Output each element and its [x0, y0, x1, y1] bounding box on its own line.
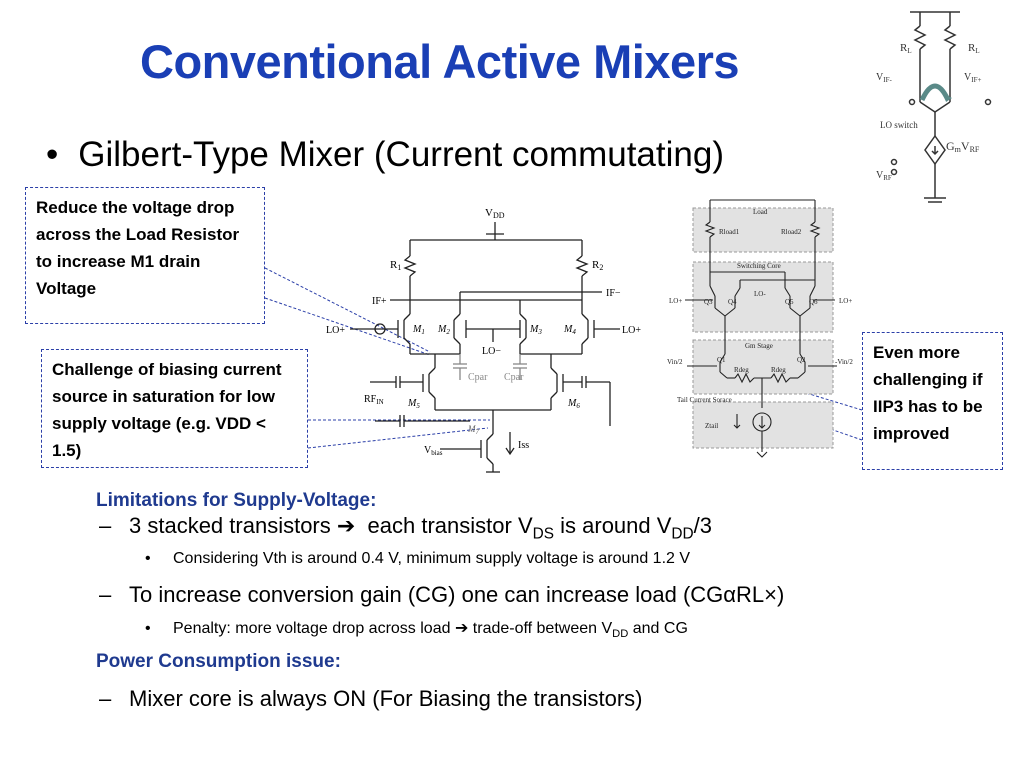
gilbert-mixer-schematic: VDD R1 R2 IF+ IF− LO+ LO+ LO− M1 M2 M3 M…: [326, 207, 641, 473]
rdeg-right-label: Rdeg: [771, 366, 786, 374]
bullet-symbol: •: [145, 620, 151, 637]
leader-line-2b: [307, 427, 489, 449]
m3-label: M3: [529, 324, 542, 336]
load-label: Load: [753, 208, 768, 216]
power-heading: Power Consumption issue:: [96, 651, 341, 672]
mini-mixer-schematic: RL RL VIF- VIF+ LO switch GmVRF VRF: [876, 11, 992, 203]
limitation-item-stacked: –3 stacked transistors ➔ each transistor…: [99, 513, 712, 543]
dash-symbol: –: [99, 513, 112, 538]
ztail-label: Ztail: [705, 422, 718, 430]
arrow-icon: ➔: [336, 513, 356, 538]
vif-plus-label: VIF+: [964, 72, 981, 84]
r1-label: R1: [390, 259, 401, 272]
item-text: is around V: [554, 513, 672, 538]
item-text: each transistor V: [355, 513, 533, 538]
m7-label: M7: [467, 424, 480, 436]
subscript: DD: [612, 628, 629, 641]
q1-label: Q1: [717, 356, 726, 364]
sub-item-penalty: •Penalty: more voltage drop across load …: [145, 618, 688, 640]
item-text: 3 stacked transistors: [129, 513, 337, 538]
item-text: To increase conversion gain (CG) one can…: [129, 582, 785, 607]
vbias-label: Vbias: [424, 445, 443, 457]
m5-label: M5: [407, 398, 420, 410]
tail-current-label: Tail Current Sorace: [677, 396, 732, 404]
q2-label: Q2: [797, 356, 806, 364]
sub-item-text: trade-off between V: [468, 620, 613, 637]
vin-minus-label: -Vin/2: [835, 358, 853, 366]
main-bullet-text: Gilbert-Type Mixer (Current commutating): [78, 135, 724, 174]
gm-stage-label: Gm Stage: [745, 342, 773, 350]
lo-switch-arrowhead: [944, 94, 952, 102]
m2-label: M2: [437, 324, 450, 336]
vin-plus-label: Vin/2: [667, 358, 683, 366]
q3-label: Q3: [704, 298, 713, 306]
sub-item-vth: • Considering Vth is around 0.4 V, minimu…: [145, 550, 690, 568]
m1-label: M1: [412, 324, 425, 336]
vrf-label: VRF: [876, 170, 892, 182]
lo-minus-label: LO−: [482, 346, 501, 357]
leader-line-1a: [264, 267, 431, 353]
leader-line-1b: [264, 297, 431, 356]
q6-label: Q6: [809, 298, 818, 306]
limitation-item-gain: –To increase conversion gain (CG) one ca…: [99, 582, 784, 608]
vdd-label: VDD: [485, 207, 505, 220]
lo-switch-label: LO switch: [880, 120, 918, 130]
q5-label: Q5: [785, 298, 794, 306]
item-text: Mixer core is always ON (For Biasing the…: [129, 686, 643, 711]
arrow-icon: ➔: [454, 620, 469, 637]
lo-plus-right-label: LO+: [622, 325, 641, 336]
cpar-right-label: Cpar: [504, 372, 524, 383]
load-block: [692, 207, 834, 253]
sub-item-text: and CG: [628, 620, 688, 637]
lo-plus-left-label: LO+: [326, 325, 345, 336]
sub-item-text: Penalty: more voltage drop across load: [173, 620, 455, 637]
cpar-left-label: Cpar: [468, 372, 488, 383]
dash-symbol: –: [99, 686, 112, 711]
rload1-label: Rload1: [719, 228, 740, 236]
rl-left-label: RL: [900, 42, 912, 55]
lo-minus-block-label: LO-: [754, 290, 766, 298]
block-mixer-schematic: Load Rload1 Rload2 Switching Core Q3 Q4 …: [667, 199, 853, 458]
m4-label: M4: [563, 324, 576, 336]
subscript: DD: [671, 525, 694, 543]
bullet-symbol: •: [46, 135, 59, 174]
lo-switch-arc: [919, 83, 951, 102]
switching-core-label: Switching Core: [737, 262, 781, 270]
subscript: DS: [532, 525, 555, 543]
sub-item-text: Considering Vth is around 0.4 V, minimum…: [173, 550, 691, 567]
rl-right-label: RL: [968, 42, 980, 55]
callout-iip3: Even more challenging if IIP3 has to be …: [862, 332, 1003, 470]
slide-title: Conventional Active Mixers: [140, 35, 740, 88]
if-plus-label: IF+: [372, 296, 387, 307]
q4-label: Q4: [728, 298, 737, 306]
vif-minus-label: VIF-: [876, 72, 892, 84]
callout-load-resistor: Reduce the voltage drop across the Load …: [25, 187, 265, 324]
tail-block: [692, 401, 834, 449]
lo-plus-block-right: LO+: [839, 297, 852, 305]
rload2-label: Rload2: [781, 228, 802, 236]
iss-label: Iss: [518, 440, 529, 451]
if-minus-label: IF−: [606, 288, 621, 299]
r2-label: R2: [592, 259, 603, 272]
rdeg-left-label: Rdeg: [734, 366, 749, 374]
limitations-heading: Limitations for Supply-Voltage:: [96, 490, 377, 511]
main-bullet: • Gilbert-Type Mixer (Current commutating…: [46, 135, 724, 175]
item-text: /3: [693, 513, 713, 538]
gm-vrf-label: GmVRF: [946, 139, 980, 154]
rf-in-label: RFIN: [364, 394, 384, 406]
m6-label: M6: [567, 398, 580, 410]
dash-symbol: –: [99, 582, 112, 607]
gm-stage-block: [692, 339, 834, 395]
power-item: –Mixer core is always ON (For Biasing th…: [99, 686, 642, 712]
bullet-symbol: •: [145, 550, 151, 567]
callout-biasing: Challenge of biasing current source in s…: [41, 349, 308, 468]
lo-plus-block-left: LO+: [669, 297, 682, 305]
